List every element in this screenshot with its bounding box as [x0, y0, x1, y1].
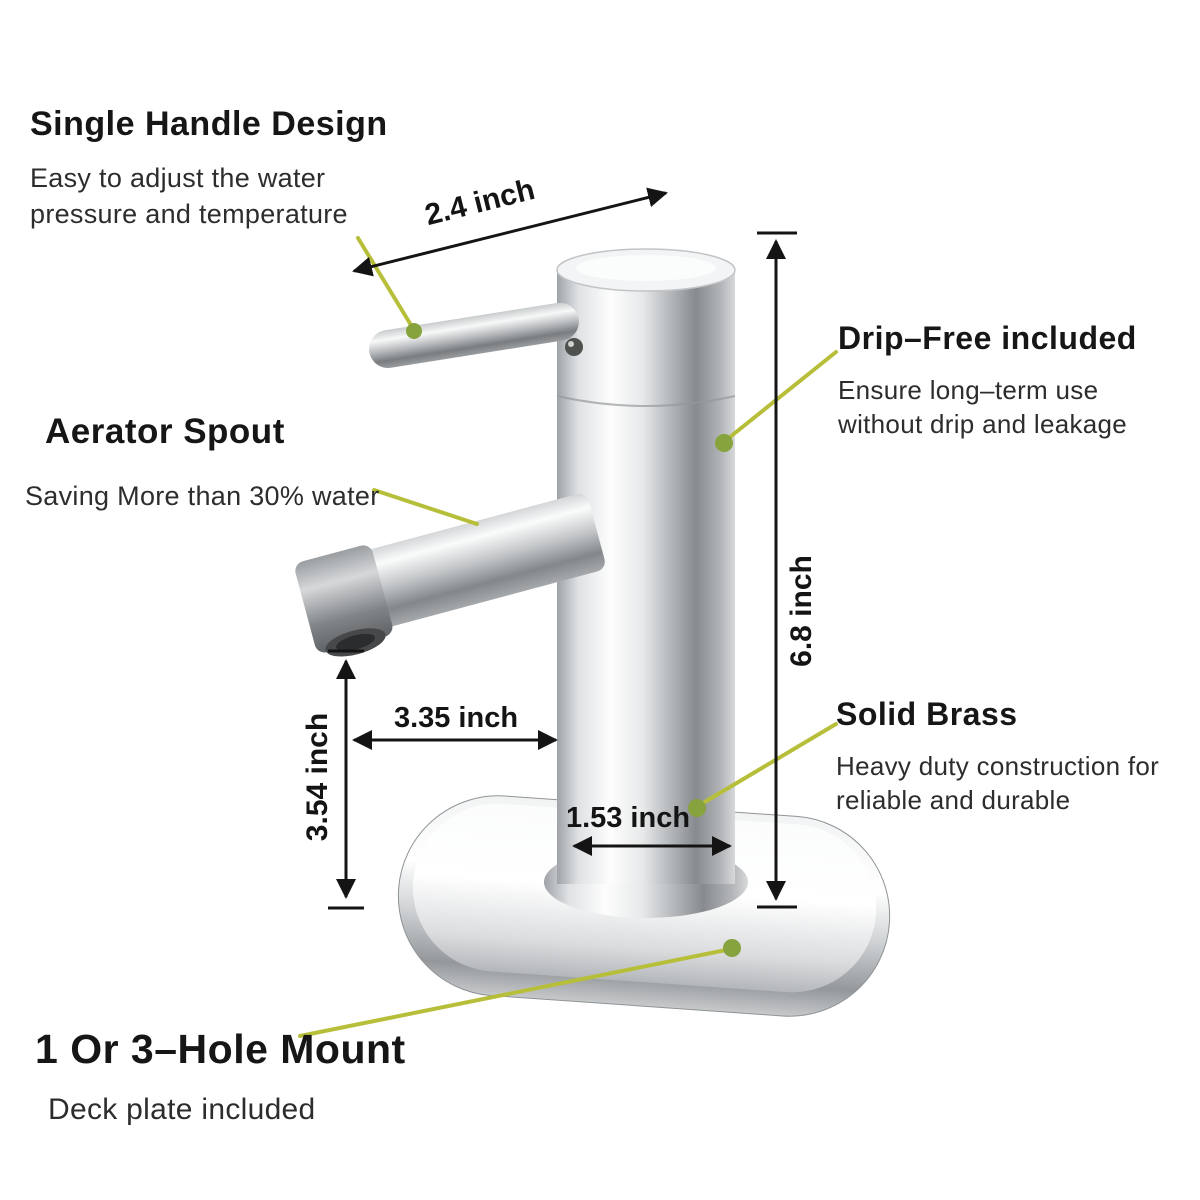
faucet-handle	[369, 302, 583, 368]
callout-title: 1 Or 3–Hole Mount	[35, 1026, 406, 1072]
faucet-spout	[295, 493, 605, 657]
callout-desc-line: Saving More than 30% water	[25, 481, 380, 511]
callout-single-handle: Single Handle Design Easy to adjust the …	[30, 105, 388, 232]
callout-dot-solid-brass	[688, 799, 706, 817]
callout-line-aerator	[372, 488, 479, 526]
dim-label-spout-reach: 3.35 inch	[393, 702, 519, 734]
callout-desc-line: without drip and leakage	[838, 409, 1128, 439]
callout-title: Single Handle Design	[30, 105, 388, 143]
callout-aerator-spout: Aerator Spout Saving More than 30% water	[25, 412, 380, 514]
callout-title: Aerator Spout	[45, 412, 285, 451]
callout-dot-single-handle	[406, 323, 422, 339]
callout-desc-line: Easy to adjust the water	[30, 163, 326, 193]
callout-desc-line: reliable and durable	[836, 785, 1071, 815]
callout-dot-hole-mount	[723, 939, 741, 957]
dim-label-base-diameter: 1.53 inch	[565, 802, 691, 834]
callout-title: Drip–Free included	[838, 320, 1137, 356]
callout-line-drip-free	[723, 350, 838, 443]
handle-screw	[565, 338, 583, 356]
callout-hole-mount: 1 Or 3–Hole Mount Deck plate included	[35, 1026, 406, 1129]
dim-label-spout-height: 3.54 inch	[301, 712, 334, 842]
callout-title: Solid Brass	[836, 696, 1018, 732]
callout-desc-line: Heavy duty construction for	[836, 751, 1160, 781]
callout-line-single-handle	[356, 236, 416, 332]
callout-line-hole-mount	[298, 947, 733, 1038]
callout-drip-free: Drip–Free included Ensure long–term use …	[838, 320, 1137, 441]
callout-desc-line: Deck plate included	[48, 1093, 316, 1126]
callout-solid-brass: Solid Brass Heavy duty construction for …	[836, 696, 1159, 817]
aerator-tip	[295, 545, 393, 653]
dim-arrow-handle-length	[352, 187, 668, 277]
dim-label-total-height: 6.8 inch	[785, 555, 818, 667]
callout-desc-line: Ensure long–term use	[838, 375, 1099, 405]
callout-dot-drip-free	[715, 434, 733, 452]
callout-desc-line: pressure and temperature	[30, 199, 348, 229]
faucet-illustration	[295, 248, 891, 1017]
